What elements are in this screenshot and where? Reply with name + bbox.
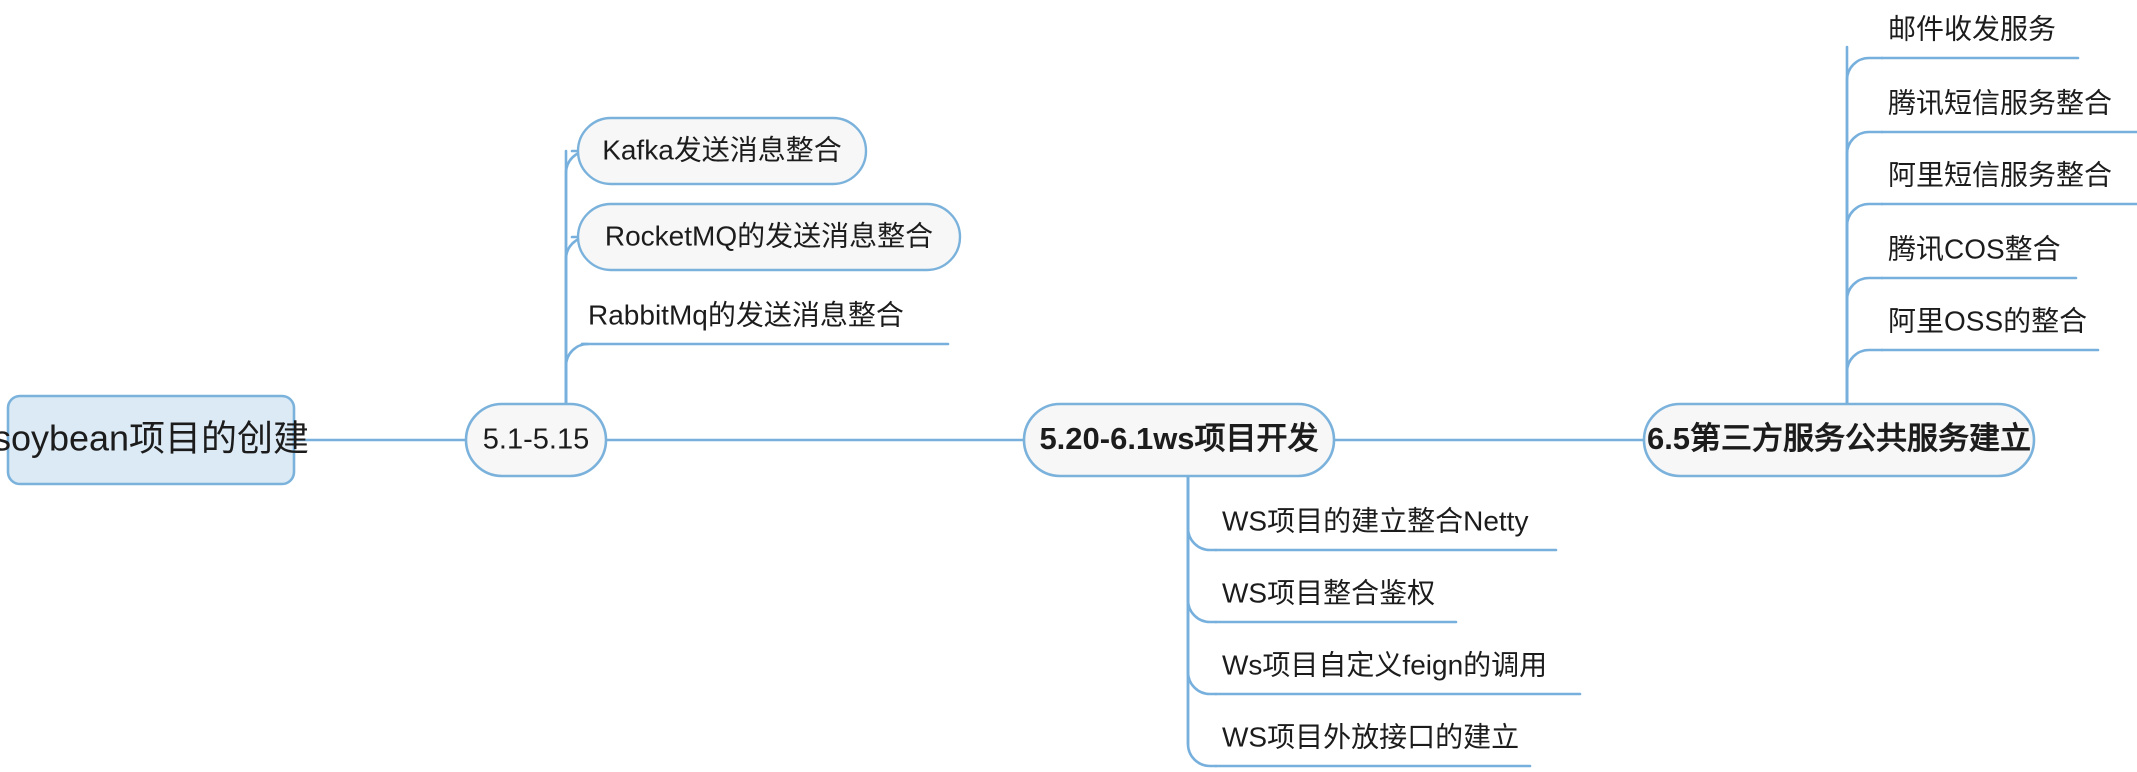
node-root[interactable]: soybean项目的创建 xyxy=(0,394,309,486)
connector-branch-ws-netty xyxy=(1186,474,1218,552)
connector-branch-ws xyxy=(1186,474,1218,768)
leaf-phase2-ws-netty-label: WS项目的建立整合Netty xyxy=(1222,505,1528,536)
node-phase-6-5-shape xyxy=(1642,402,2036,478)
leaf-phase1-rabbitmq[interactable]: RabbitMq的发送消息整合 xyxy=(580,299,950,346)
node-phase-6-5-label: 6.5第三方服务公共服务建立 xyxy=(1647,421,2031,456)
leaf-phase3-cos[interactable]: 腾讯COS整合 xyxy=(1880,233,2078,280)
node-phase-5-20-6-1[interactable]: 5.20-6.1ws项目开发 xyxy=(1022,402,1336,478)
node-layer: soybean项目的创建 5.1-5.15 5.20-6.1ws项目开发 6.5第三方… xyxy=(0,13,2137,768)
leaf-phase3-oss-label: 阿里OSS的整合 xyxy=(1888,305,2087,336)
node-phase-5-20-6-1-shape xyxy=(1022,402,1336,478)
leaf-phase1-rocketmq[interactable]: RocketMQ的发送消息整合 xyxy=(576,202,962,272)
leaf-phase2-ws-label: WS项目整合鉴权 xyxy=(1222,577,1435,608)
connector-branch-item xyxy=(1845,202,1884,406)
leaf-phase2-ws[interactable]: WS项目外放接口的建立 xyxy=(1214,721,1532,768)
leaf-phase3-item-label: 邮件收发服务 xyxy=(1888,13,2056,44)
node-phase-5-1-5-15-label: 5.1-5.15 xyxy=(483,424,589,456)
connector-branch-oss xyxy=(1845,348,1884,406)
leaf-phase3-cos-label: 腾讯COS整合 xyxy=(1888,233,2061,264)
leaf-phase1-kafka-label: Kafka发送消息整合 xyxy=(602,134,842,165)
connector-branch-cos xyxy=(1845,276,1884,406)
leaf-phase2-ws-feign-label: Ws项目自定义feign的调用 xyxy=(1222,649,1547,680)
leaf-phase2-ws-feign[interactable]: Ws项目自定义feign的调用 xyxy=(1214,649,1582,696)
leaf-phase1-rocketmq-shape xyxy=(576,202,962,272)
leaf-phase1-kafka-shape xyxy=(576,116,868,186)
connector-layer xyxy=(292,45,1884,768)
connector-branch-rabbitmq xyxy=(564,342,590,406)
leaf-phase3-item[interactable]: 阿里短信服务整合 xyxy=(1880,159,2137,206)
leaf-phase3-item-label: 腾讯短信服务整合 xyxy=(1888,87,2112,118)
node-phase-5-1-5-15[interactable]: 5.1-5.15 xyxy=(464,402,608,478)
connector-branch-kafka xyxy=(564,149,590,406)
connector-branch-item xyxy=(1845,130,1884,406)
node-phase-5-20-6-1-label: 5.20-6.1ws项目开发 xyxy=(1039,421,1318,456)
node-phase-5-1-5-15-shape xyxy=(464,402,608,478)
node-phase-6-5[interactable]: 6.5第三方服务公共服务建立 xyxy=(1642,402,2036,478)
node-root-label: soybean项目的创建 xyxy=(0,418,309,459)
leaf-phase3-item[interactable]: 腾讯短信服务整合 xyxy=(1880,87,2137,134)
leaf-phase1-rocketmq-label: RocketMQ的发送消息整合 xyxy=(605,220,933,251)
leaf-phase2-ws[interactable]: WS项目整合鉴权 xyxy=(1214,577,1458,624)
leaf-phase2-ws-label: WS项目外放接口的建立 xyxy=(1222,721,1519,752)
leaf-phase3-item[interactable]: 邮件收发服务 xyxy=(1880,13,2080,60)
connector-branch-item xyxy=(1845,56,1884,406)
leaf-phase3-item-label: 阿里短信服务整合 xyxy=(1888,159,2112,190)
leaf-phase3-oss[interactable]: 阿里OSS的整合 xyxy=(1880,305,2100,352)
connector-branch-ws-feign xyxy=(1186,474,1218,696)
leaf-phase2-ws-netty[interactable]: WS项目的建立整合Netty xyxy=(1214,505,1558,552)
leaf-phase1-rabbitmq-label: RabbitMq的发送消息整合 xyxy=(588,299,904,330)
connector-branch-rocketmq xyxy=(564,235,590,406)
leaf-phase1-kafka[interactable]: Kafka发送消息整合 xyxy=(576,116,868,186)
node-root-shape xyxy=(6,394,296,486)
